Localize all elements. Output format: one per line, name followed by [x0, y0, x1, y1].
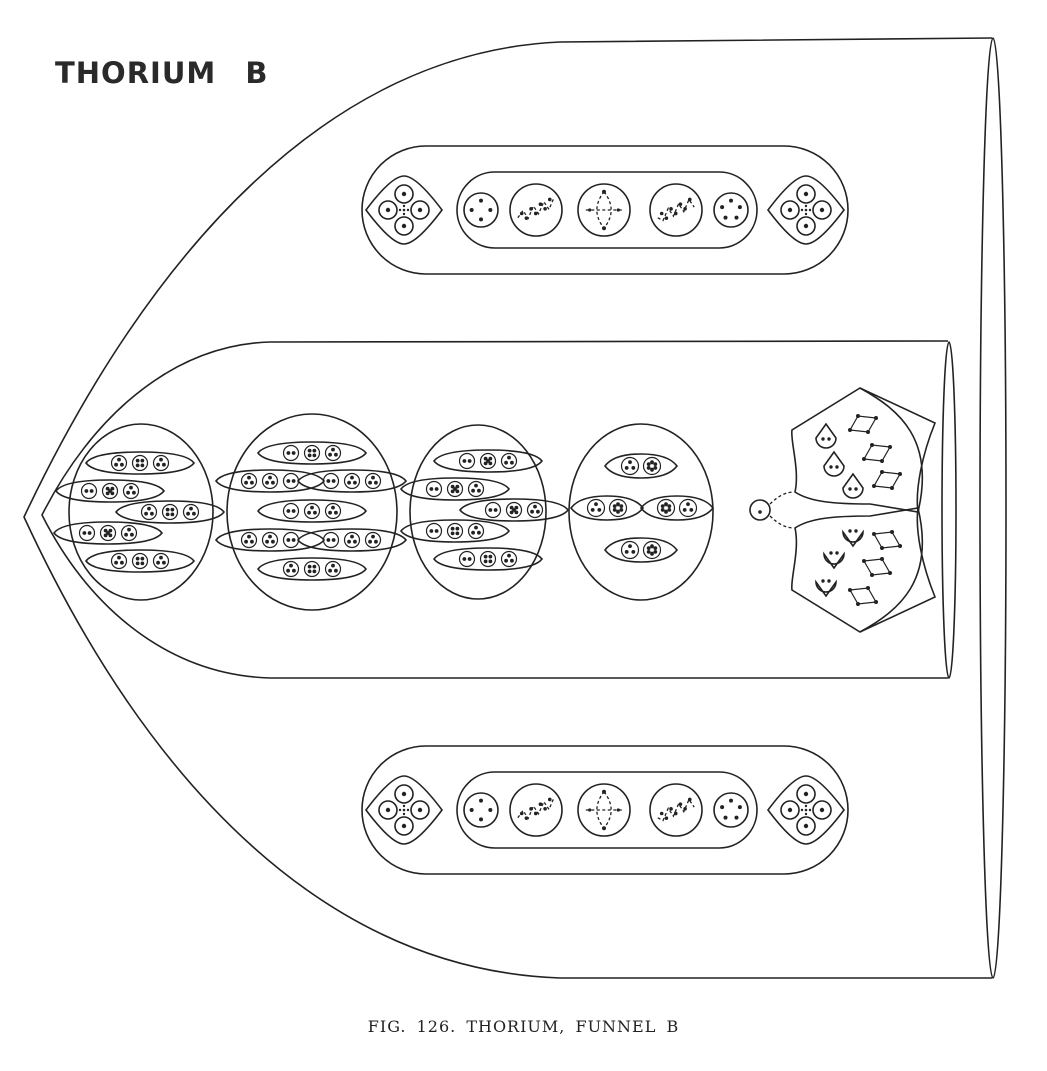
inner-capsule [456, 171, 758, 249]
drop-body [842, 529, 864, 548]
segment [52, 521, 164, 545]
end-body [364, 775, 444, 845]
outer-funnel-mouth [979, 37, 1007, 979]
cone-edge [859, 387, 924, 513]
central-funnel [41, 340, 949, 679]
segment [114, 500, 226, 524]
outer-funnel [23, 37, 993, 979]
centre-body [749, 491, 795, 529]
segment [296, 528, 408, 552]
end-body [766, 775, 846, 845]
segment [54, 479, 166, 503]
end-body [364, 175, 444, 245]
upper-cone [790, 387, 937, 513]
rhomboid [863, 558, 891, 576]
end-body [766, 175, 846, 245]
upper-group [361, 145, 849, 275]
segment [603, 537, 679, 563]
figure-title: THORIUM B [55, 56, 269, 90]
lower-capsule [361, 745, 849, 875]
lower-group [361, 745, 849, 875]
lower-cone [790, 507, 937, 633]
segment [256, 499, 368, 523]
rhomboid [849, 587, 877, 605]
segment [569, 495, 645, 521]
segment [256, 557, 368, 581]
segment [256, 441, 368, 465]
segment [84, 451, 196, 475]
central-funnel-mouth [941, 341, 957, 679]
segment [432, 449, 544, 473]
rhomboid [849, 415, 877, 433]
segment [603, 453, 679, 479]
segment [399, 519, 511, 543]
segment [84, 549, 196, 573]
oval-group-3 [399, 424, 570, 600]
drop-body [815, 579, 837, 598]
segment [639, 495, 715, 521]
segment [458, 498, 570, 522]
oval-group-1 [52, 423, 226, 601]
upper-capsule [361, 145, 849, 275]
segment [432, 547, 544, 571]
drop-body [823, 551, 845, 570]
figure-caption: FIG. 126. THORIUM, FUNNEL B [367, 1017, 680, 1036]
oval-group-4 [568, 423, 715, 601]
segment [296, 469, 408, 493]
cone-edge [859, 507, 924, 633]
oval-group-2 [214, 413, 408, 611]
drop-body [815, 422, 837, 449]
cone-outline [790, 387, 937, 513]
rhomboid [873, 471, 901, 489]
segment [399, 477, 511, 501]
cone-outline [790, 507, 937, 633]
drop-body [842, 472, 864, 499]
rhomboid [873, 531, 901, 549]
drop-body [823, 450, 845, 477]
inner-capsule [456, 771, 758, 849]
rhomboid [863, 444, 891, 462]
